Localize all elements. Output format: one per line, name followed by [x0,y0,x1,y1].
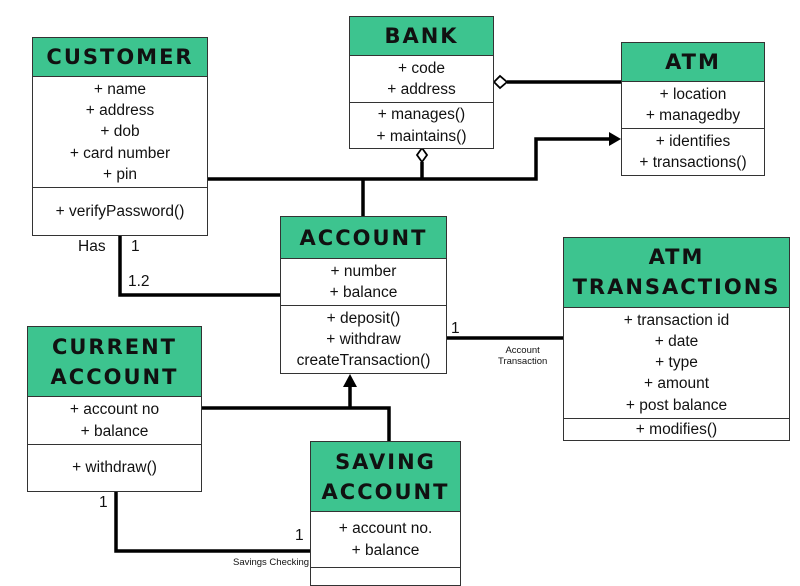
account-transaction-label: Account Transaction [498,345,548,367]
class-atm: ATM + location + managedby + identifies … [621,42,765,176]
method: + identifies [655,132,731,150]
attribute: + code [398,59,445,77]
class-customer: CUSTOMER + name + address + dob + card n… [32,37,208,236]
attribute: + type [655,354,698,372]
bank-account-diamond [415,146,429,164]
class-atm-transactions-attributes: + transaction id + date + type + amount … [564,308,789,419]
inheritance-arrowhead [343,374,357,387]
attribute: + address [85,102,155,120]
has-label: Has [78,238,106,255]
current-inheritance-link [202,406,391,441]
class-bank-methods: + manages() + maintains() [350,103,493,148]
attribute: + date [654,333,699,351]
method: + verifyPassword() [55,202,185,220]
method: + withdraw() [72,459,157,477]
method: + modifies() [635,420,718,438]
method: createTransaction() [296,352,431,370]
attribute: + name [93,80,147,98]
class-current-account-title: CURRENT ACCOUNT [28,327,201,397]
class-bank-title: BANK [350,17,493,56]
attribute: + transaction id [623,311,730,329]
attribute: + address [387,81,456,98]
attribute: + account no [69,401,160,419]
class-atm-transactions-title: ATM TRANSACTIONS [564,238,789,308]
atm-arrowhead [609,132,621,146]
class-account: ACCOUNT + number + balance + deposit() +… [280,216,447,374]
attribute: + location [659,85,727,103]
class-atm-attributes: + location + managedby [622,82,764,129]
attribute: + dob [100,123,140,141]
attribute: + balance [329,284,398,301]
class-atm-title: ATM [622,43,764,82]
method: + transactions() [639,154,747,171]
class-saving-account-title: SAVING ACCOUNT [311,442,460,512]
class-saving-account: SAVING ACCOUNT + account no. + balance [310,441,461,586]
attribute: + amount [643,375,710,393]
class-saving-account-methods [311,568,460,585]
class-atm-transactions: ATM TRANSACTIONS + transaction id + date… [563,237,790,441]
class-saving-account-attributes: + account no. + balance [311,512,460,568]
class-current-account-methods: + withdraw() [28,445,201,491]
account-transaction-multiplicity: 1 [451,320,460,337]
savings-checking-label: Savings Checking [233,557,310,568]
class-account-title: ACCOUNT [281,217,446,259]
class-atm-methods: + identifies + transactions() [622,129,764,175]
customer-multiplicity: 1 [131,238,140,255]
attribute: + pin [102,165,138,183]
method: + deposit() [326,309,401,327]
class-current-account: CURRENT ACCOUNT + account no + balance +… [27,326,202,492]
current-saving-link [114,492,310,553]
class-current-account-attributes: + account no + balance [28,397,201,445]
attribute: + account no. [338,520,433,538]
bank-atm-diamond [492,74,509,90]
attribute: + card number [69,144,171,162]
class-customer-methods: + verifyPassword() [33,188,207,235]
class-bank-attributes: + code + address [350,56,493,103]
customer-atm-link [208,137,612,181]
attribute: + managedby [645,107,741,124]
method: + manages() [377,106,466,124]
class-customer-title: CUSTOMER [33,38,207,77]
class-customer-attributes: + name + address + dob + card number + p… [33,77,207,188]
saving-multiplicity: 1 [295,527,304,544]
method: + maintains() [376,127,467,145]
method: + withdraw [326,330,401,348]
class-account-methods: + deposit() + withdraw createTransaction… [281,306,446,373]
account-multiplicity: 1.2 [128,273,150,290]
customer-account-link [118,236,280,297]
class-atm-transactions-methods: + modifies() [564,419,789,440]
attribute: + post balance [625,396,728,414]
attribute: + balance [351,541,420,559]
class-account-attributes: + number + balance [281,259,446,306]
attribute: + number [330,262,397,280]
class-bank: BANK + code + address + manages() + main… [349,16,494,149]
current-multiplicity: 1 [99,494,108,511]
attribute: + balance [80,422,149,440]
